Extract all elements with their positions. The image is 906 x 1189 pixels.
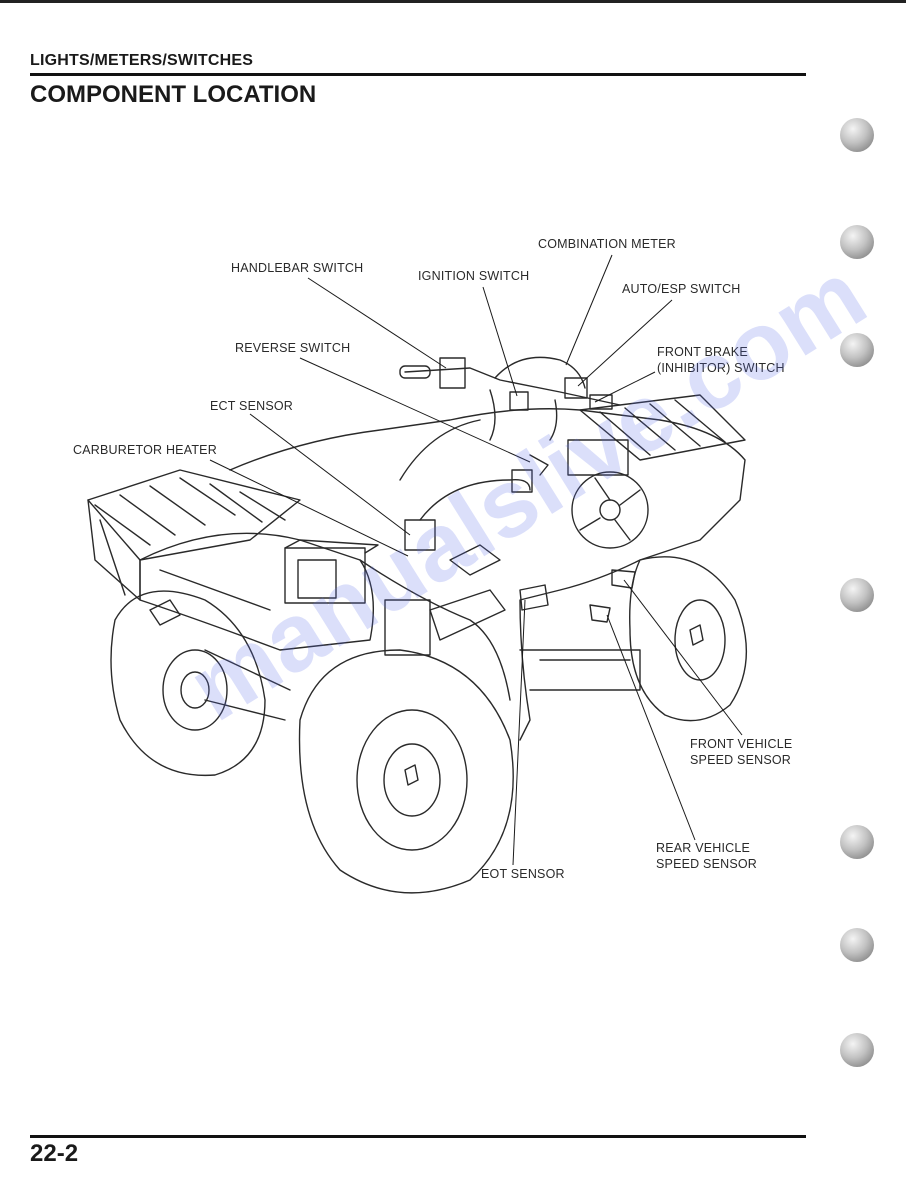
binder-hole bbox=[840, 578, 874, 612]
section-title: LIGHTS/METERS/SWITCHES bbox=[30, 52, 254, 69]
label-carburetor-heater: CARBURETOR HEATER bbox=[73, 443, 217, 457]
label-combination-meter: COMBINATION METER bbox=[538, 237, 676, 251]
footer-rule bbox=[30, 1135, 806, 1138]
binder-hole bbox=[840, 333, 874, 367]
binder-hole bbox=[840, 225, 874, 259]
page-number: 22-2 bbox=[30, 1140, 79, 1167]
label-reverse-switch: REVERSE SWITCH bbox=[235, 341, 351, 355]
binder-hole bbox=[840, 118, 874, 152]
label-handlebar-switch: HANDLEBAR SWITCH bbox=[231, 261, 364, 275]
label-front-brake-switch: FRONT BRAKE (INHIBITOR) SWITCH bbox=[657, 345, 785, 375]
label-ignition-switch: IGNITION SWITCH bbox=[418, 269, 530, 283]
header-rule bbox=[30, 73, 806, 76]
label-rear-vehicle-speed-sensor: REAR VEHICLE SPEED SENSOR bbox=[656, 841, 758, 871]
top-rule bbox=[0, 0, 906, 3]
label-ect-sensor: ECT SENSOR bbox=[210, 399, 294, 413]
binder-hole bbox=[840, 1033, 874, 1067]
binder-hole bbox=[840, 825, 874, 859]
binder-hole bbox=[840, 928, 874, 962]
label-auto-esp-switch: AUTO/ESP SWITCH bbox=[622, 282, 741, 296]
label-front-vehicle-speed-sensor: FRONT VEHICLE SPEED SENSOR bbox=[690, 737, 793, 767]
label-eot-sensor: EOT SENSOR bbox=[481, 867, 565, 881]
page-title: COMPONENT LOCATION bbox=[30, 81, 317, 108]
